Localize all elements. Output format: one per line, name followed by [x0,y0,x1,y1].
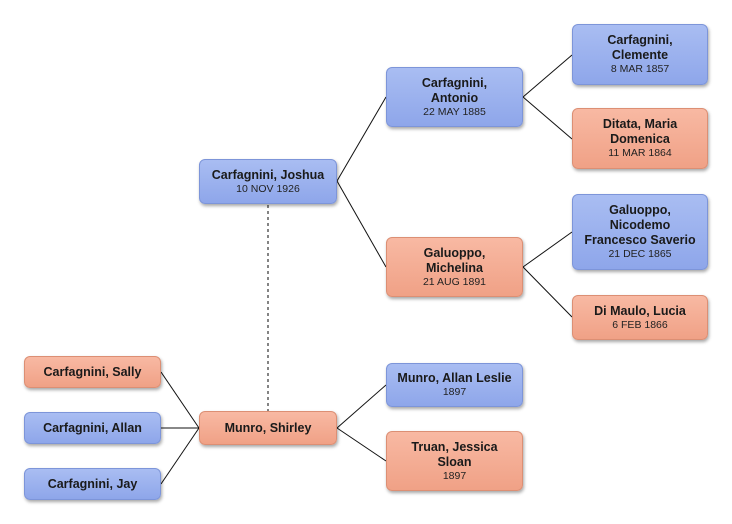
person-card-allan-leslie[interactable]: Munro, Allan Leslie 1897 [386,363,523,407]
person-date: 6 FEB 1866 [612,318,668,331]
person-name: Carfagnini, Jay [47,476,138,491]
person-card-clemente[interactable]: Carfagnini, Clemente 8 MAR 1857 [572,24,708,85]
person-name: Di Maulo, Lucia [594,303,686,318]
person-name: Carfagnini, Joshua [211,167,325,182]
link-shirley-jay [160,427,200,485]
person-card-antonio[interactable]: Carfagnini, Antonio 22 MAY 1885 [386,67,523,127]
person-date: 11 MAR 1864 [608,147,672,159]
person-name: Munro, Allan Leslie [397,371,512,385]
person-card-allan[interactable]: Carfagnini, Allan [24,412,161,444]
person-card-shirley[interactable]: Munro, Shirley [199,411,337,445]
person-name: Carfagnini, Allan [43,420,142,435]
link-joshua-michelina [336,180,387,268]
link-michelina-nicodemo [522,231,573,268]
link-shirley-jessica [336,427,387,462]
person-name: Galuoppo, Nicodemo Francesco Saverio [584,203,696,247]
person-card-joshua[interactable]: Carfagnini, Joshua 10 NOV 1926 [199,159,337,204]
person-card-sally[interactable]: Carfagnini, Sally [24,356,161,388]
person-card-jay[interactable]: Carfagnini, Jay [24,468,161,500]
person-name: Munro, Shirley [224,420,312,435]
person-card-nicodemo[interactable]: Galuoppo, Nicodemo Francesco Saverio 21 … [572,194,708,270]
person-date: 1897 [442,386,467,398]
link-antonio-clemente [522,54,573,98]
person-name: Carfagnini, Sally [43,364,142,379]
link-michelina-lucia [522,266,573,318]
person-name: Carfagnini, Clemente [607,33,673,62]
person-name: Carfagnini, Antonio [421,75,488,105]
person-name: Ditata, Maria Domenica [602,117,678,146]
person-date: 21 DEC 1865 [608,248,672,260]
link-joshua-antonio [336,96,387,182]
person-date: 1897 [442,469,467,482]
person-card-jessica[interactable]: Truan, Jessica Sloan 1897 [386,431,523,491]
link-shirley-allan-leslie [336,384,387,429]
person-date: 21 AUG 1891 [422,275,487,288]
person-card-michelina[interactable]: Galuoppo, Michelina 21 AUG 1891 [386,237,523,297]
person-date: 8 MAR 1857 [610,63,670,75]
person-date: 22 MAY 1885 [423,105,486,118]
person-card-maria[interactable]: Ditata, Maria Domenica 11 MAR 1864 [572,108,708,169]
link-shirley-sally [160,371,200,429]
person-date: 10 NOV 1926 [236,182,300,195]
person-card-lucia[interactable]: Di Maulo, Lucia 6 FEB 1866 [572,295,708,340]
link-antonio-maria [522,96,573,140]
person-name: Truan, Jessica Sloan [411,439,498,469]
person-name: Galuoppo, Michelina [423,245,486,275]
